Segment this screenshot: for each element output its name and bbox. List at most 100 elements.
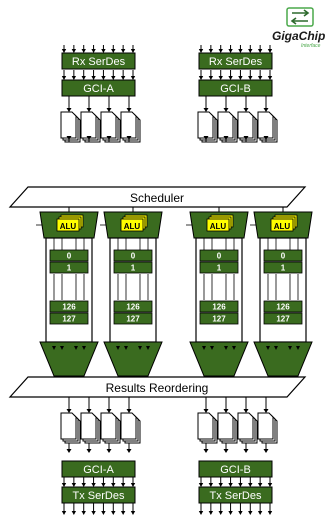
gci-a-out-label: GCI-A: [83, 464, 114, 476]
register-index: 127: [212, 315, 226, 324]
register-index: 1: [67, 264, 72, 273]
flow-arrow-head: [248, 49, 253, 53]
queue-in-arrow-head: [243, 108, 249, 112]
mux-arrow-head: [224, 346, 228, 350]
register-index: 1: [131, 264, 136, 273]
register-index: 126: [212, 303, 226, 312]
mux-arrow-head: [52, 346, 56, 350]
output-right: GCI-B Tx SerDes: [197, 397, 278, 515]
flow-arrow-head: [91, 483, 96, 487]
rx-serdes-right-box: [198, 52, 273, 70]
queue-out-arrow-head: [263, 449, 269, 453]
queue-in-arrow-head: [86, 108, 92, 112]
flow-arrow-head: [101, 511, 106, 515]
flow-arrow-head: [111, 483, 116, 487]
flow-arrow-head: [101, 76, 106, 80]
queue-page: [237, 111, 254, 139]
flow-arrow-head: [248, 511, 253, 515]
queue-page: [217, 412, 234, 440]
rx-gci-arrows-right: [198, 70, 273, 80]
register-index: 127: [276, 315, 290, 324]
queue-out-arrow-head: [203, 136, 209, 140]
output-queues-right: [197, 397, 278, 453]
flow-arrow-head: [130, 76, 136, 80]
register-row: [113, 261, 153, 274]
flow-arrow-head: [81, 76, 86, 80]
flow-arrow-head: [120, 483, 126, 487]
flow-arrow-head: [198, 76, 204, 80]
queue-page: [217, 111, 234, 139]
queue-in-arrow-head: [86, 409, 92, 413]
queue-page: [120, 412, 137, 440]
queue-out-arrow-head: [126, 449, 132, 453]
queue-page: [100, 412, 117, 440]
queue-page: [257, 111, 274, 139]
mux-arrow-head: [138, 346, 142, 350]
flow-arrow-head: [257, 49, 263, 53]
flow-arrow-head: [218, 76, 223, 80]
alu-label: ALU: [124, 222, 141, 231]
flow-arrow-head: [111, 49, 116, 53]
flow-arrow-head: [257, 76, 263, 80]
flow-arrow-head: [61, 49, 67, 53]
flow-arrow-head: [81, 49, 86, 53]
logo: GigaChip Interface: [272, 7, 325, 49]
flow-arrow-head: [267, 511, 273, 515]
register-row: [113, 249, 153, 262]
queue-page: [120, 111, 137, 139]
flow-arrow-head: [208, 49, 214, 53]
register-row: [113, 300, 153, 313]
alu-chip: [206, 218, 230, 232]
queue-in-arrow-head: [223, 108, 229, 112]
register-index: 127: [126, 315, 140, 324]
scheduler-label: Scheduler: [130, 191, 184, 205]
flow-arrow-head: [101, 483, 106, 487]
flow-arrow-head: [91, 76, 96, 80]
rx-serdes-right-label: Rx SerDes: [209, 56, 263, 68]
mux-arrow-head: [202, 346, 206, 350]
input-queues-left: [60, 96, 141, 143]
flow-arrow-head: [120, 49, 126, 53]
mux-arrow-head: [60, 346, 64, 350]
register-index: 0: [67, 252, 72, 261]
flow-arrow-head: [198, 49, 204, 53]
queue-out-arrow-head: [66, 136, 72, 140]
gci-a-in-box: [61, 79, 136, 97]
queue-out-arrow-head: [86, 449, 92, 453]
alu-label: ALU: [210, 222, 227, 231]
queue-out-arrow-head: [263, 136, 269, 140]
flow-arrow-head: [130, 483, 136, 487]
logo-brand: GigaChip: [272, 29, 325, 43]
queue-out-arrow-head: [223, 449, 229, 453]
queue-in-arrow-head: [203, 108, 209, 112]
queue-out-arrow-head: [203, 449, 209, 453]
flow-arrow-head: [248, 483, 253, 487]
tx-serdes-right-box: [198, 486, 273, 504]
gci-a-in-label: GCI-A: [83, 83, 114, 95]
pipelines: ALU01126127ALU01126127ALU01126127ALU0112…: [36, 207, 313, 377]
register-row: [199, 261, 239, 274]
mux-arrow-head: [74, 346, 78, 350]
queue-in-arrow-head: [66, 409, 72, 413]
flow-arrow-head: [120, 511, 126, 515]
register-row: [263, 261, 303, 274]
queue-in-arrow-head: [126, 108, 132, 112]
alu-chip: [270, 218, 294, 232]
queue-in-arrow-head: [203, 409, 209, 413]
mux-arrow-head: [266, 346, 270, 350]
gci-a-out-box: [61, 460, 136, 478]
tx-output-arrows-left: [61, 503, 136, 515]
output-mux: [39, 341, 99, 377]
queue-in-arrow-head: [243, 409, 249, 413]
tx-serdes-left-box: [61, 486, 136, 504]
flow-arrow-head: [228, 49, 233, 53]
scheduler-bar: [8, 186, 307, 208]
flow-arrow-head: [267, 483, 273, 487]
gci-b-out-box: [198, 460, 273, 478]
register-row: [263, 300, 303, 313]
queue-in-arrow-head: [106, 108, 112, 112]
flow-arrow-head: [238, 76, 243, 80]
output-mux: [103, 341, 163, 377]
